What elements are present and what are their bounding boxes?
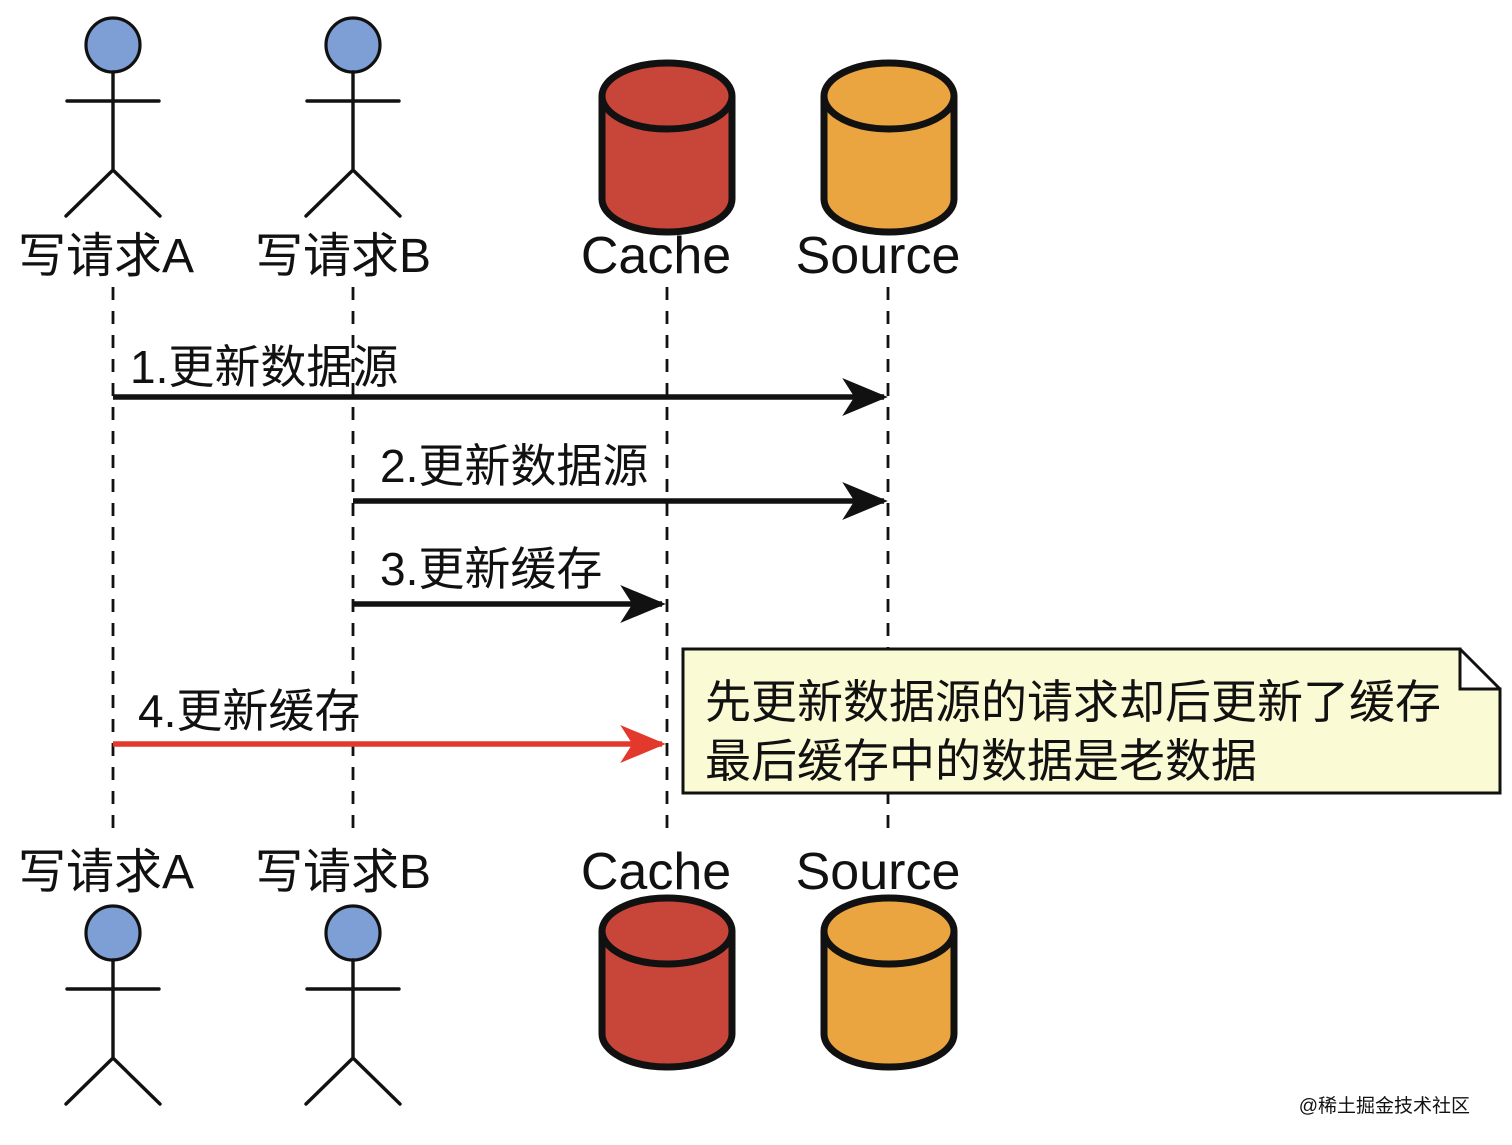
note-line-2: 最后缓存中的数据是老数据 bbox=[705, 735, 1257, 787]
cache-cylinder-top bbox=[602, 63, 732, 232]
source-cylinder-top bbox=[824, 63, 954, 232]
message-label-4: 4.更新缓存 bbox=[138, 685, 360, 737]
actor-a-label-top: 写请求A bbox=[18, 230, 194, 283]
actor-a-figure-top bbox=[64, 16, 162, 218]
source-cylinder-bottom bbox=[824, 898, 954, 1067]
actor-b-label-top: 写请求B bbox=[255, 230, 431, 283]
cache-label-bottom: Cache bbox=[581, 843, 731, 901]
cache-cylinder-bottom bbox=[602, 898, 732, 1067]
message-label-3: 3.更新缓存 bbox=[380, 543, 602, 595]
source-label-top: Source bbox=[796, 227, 961, 285]
message-label-2: 2.更新数据源 bbox=[380, 440, 648, 492]
source-label-bottom: Source bbox=[796, 843, 961, 901]
actor-b-label-bottom: 写请求B bbox=[255, 846, 431, 899]
watermark-text: @稀土掘金技术社区 bbox=[1299, 1095, 1470, 1117]
actor-b-figure-bottom bbox=[304, 904, 402, 1106]
actor-a-label-bottom: 写请求A bbox=[18, 846, 194, 899]
actor-b-figure-top bbox=[304, 16, 402, 218]
note-fold-icon bbox=[1458, 647, 1502, 691]
cache-label-top: Cache bbox=[581, 227, 731, 285]
actor-a-figure-bottom bbox=[64, 904, 162, 1106]
note-line-1: 先更新数据源的请求却后更新了缓存 bbox=[705, 676, 1441, 728]
message-label-1: 1.更新数据源 bbox=[130, 341, 398, 393]
note-box: 先更新数据源的请求却后更新了缓存 最后缓存中的数据是老数据 bbox=[681, 647, 1502, 795]
